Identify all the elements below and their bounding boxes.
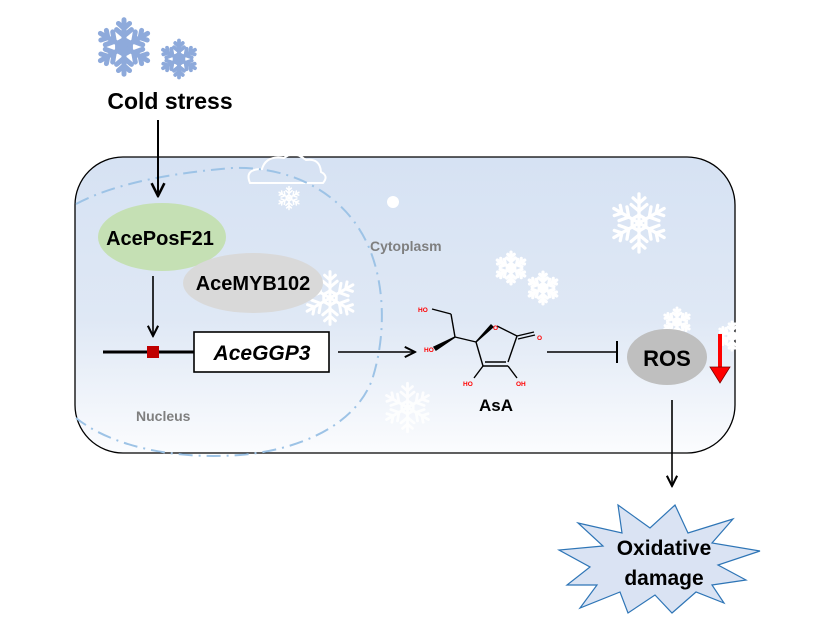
chem-label-oh-bottom-right: OH — [516, 381, 526, 388]
asa-label: AsA — [479, 396, 513, 415]
acegpp3-label: AceGGP3 — [213, 342, 311, 365]
cold-stress-label: Cold stress — [107, 88, 232, 114]
chem-label-o-ring: O — [493, 325, 498, 332]
acposf21-label: AcePosF21 — [106, 228, 214, 250]
nucleus-label: Nucleus — [136, 408, 191, 424]
oxidative-damage-burst — [556, 503, 761, 614]
chem-label-ho-top: HO — [418, 307, 428, 314]
chem-label-o-carbonyl: O — [537, 335, 542, 342]
nucleus-boundary — [75, 166, 383, 457]
chem-label-ho-left: HO — [424, 347, 434, 354]
promoter-element — [147, 346, 159, 358]
decrease-arrow-icon — [709, 334, 731, 384]
cytoplasm-label: Cytoplasm — [370, 238, 442, 254]
snowflake-large-icon — [97, 20, 152, 75]
ros-node — [627, 329, 707, 385]
oxidative-damage-label-line1: Oxidative — [617, 537, 712, 560]
oxidative-damage-label-line2: damage — [624, 567, 703, 590]
acemyb102-label: AceMYB102 — [196, 273, 311, 295]
snow-dot — [387, 196, 399, 208]
acegpp3-gene-box — [193, 331, 330, 373]
snowflake-small-icon — [160, 41, 197, 78]
acposf21-node — [98, 203, 226, 271]
ros-label: ROS — [643, 346, 691, 371]
chem-label-ho-bottom-left: HO — [463, 381, 473, 388]
ascorbic-acid-structure — [431, 308, 536, 379]
cell-boundary — [74, 156, 736, 454]
acemyb102-node — [183, 253, 323, 313]
